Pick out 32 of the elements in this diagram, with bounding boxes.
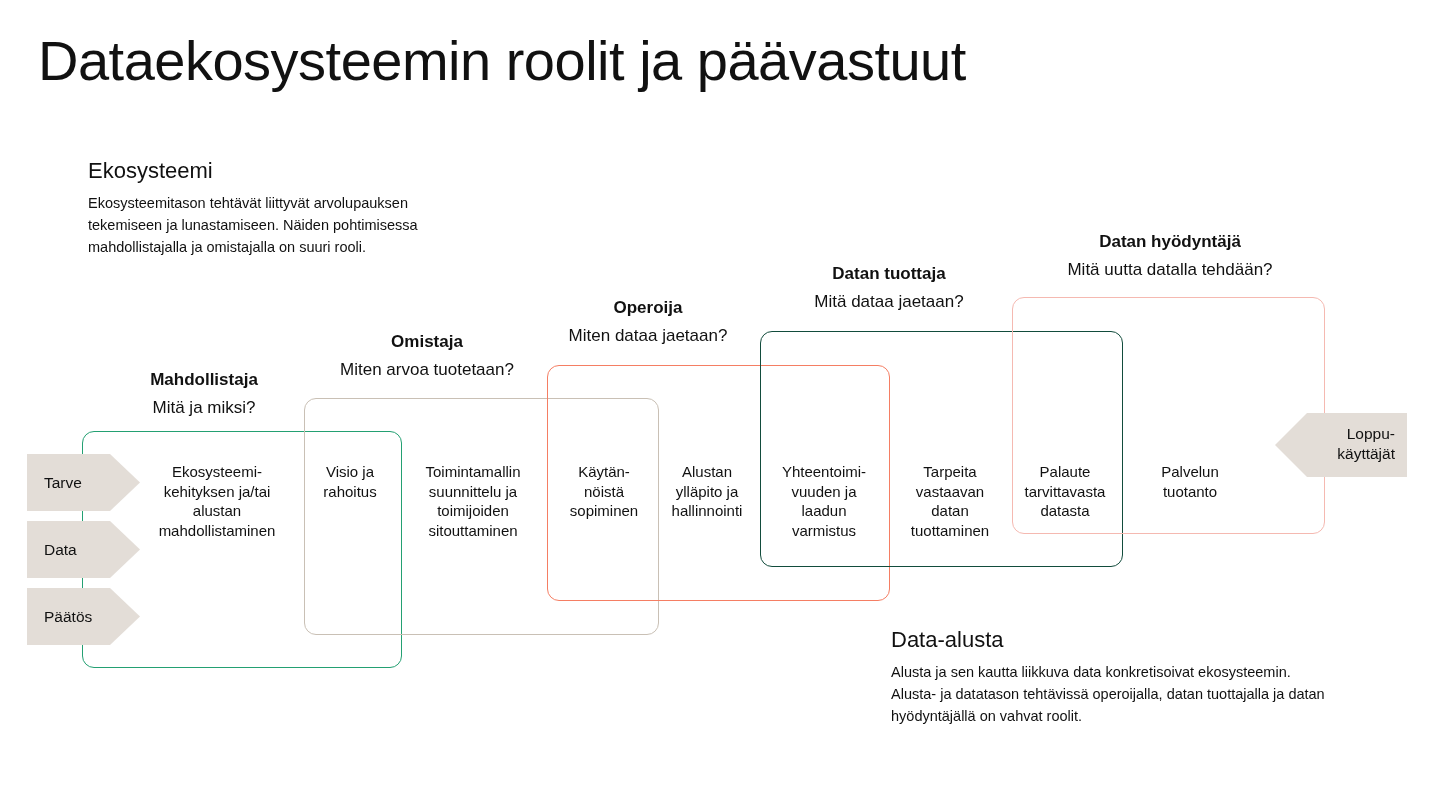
role-question: Mitä ja miksi? bbox=[152, 398, 256, 418]
chevron-label bbox=[1275, 413, 1407, 477]
section-heading: Ekosysteemi bbox=[88, 158, 213, 184]
task-text: Visio ja rahoitus bbox=[322, 462, 378, 501]
task-text: Palaute tarvittavasta datasta bbox=[1023, 462, 1107, 521]
task-text: Käytän-nöistä sopiminen bbox=[568, 462, 640, 521]
role-heading: Datan hyödyntäjä bbox=[1099, 232, 1241, 252]
chevron-label bbox=[27, 521, 140, 578]
chevron-label bbox=[27, 454, 140, 511]
chevron-text: Tarve bbox=[44, 472, 82, 492]
section-heading: Data-alusta bbox=[891, 627, 1004, 653]
diagram-title: Dataekosysteemin roolit ja päävastuut bbox=[38, 28, 966, 93]
role-question: Mitä uutta datalla tehdään? bbox=[1067, 260, 1273, 280]
chevron-text: Data bbox=[44, 539, 77, 559]
role-question: Mitä dataa jaetaan? bbox=[814, 292, 964, 312]
task-text: Palvelun tuotanto bbox=[1160, 462, 1220, 501]
task-text: Ekosysteemi-kehityksen ja/tai alustan mahdollistaminen bbox=[157, 462, 277, 540]
chevron-label bbox=[27, 588, 140, 645]
role-heading: Omistaja bbox=[391, 332, 463, 352]
task-text: Yhteentoimi-vuuden ja laadun varmistus bbox=[780, 462, 868, 540]
role-heading: Datan tuottaja bbox=[832, 264, 946, 284]
section-description: Alusta ja sen kautta liikkuva data konkretisoivat ekosysteemin. Alusta- ja datatason tehtävissä operoijalla, datan tuottajalla ja datan hyödyntäjällä on vahvat roolit. bbox=[891, 663, 1326, 726]
task-text: Tarpeita vastaavan datan tuottaminen bbox=[909, 462, 991, 540]
chevron-text: Päätös bbox=[44, 606, 93, 626]
chevron-text: Loppu-käyttäjät bbox=[1336, 424, 1395, 463]
role-question: Miten arvoa tuotetaan? bbox=[340, 360, 514, 380]
task-text: Alustan ylläpito ja hallinnointi bbox=[670, 462, 744, 521]
task-text: Toimintamallin suunnittelu ja toimijoiden sitouttaminen bbox=[424, 462, 522, 540]
section-description: Ekosysteemitason tehtävät liittyvät arvolupauksen tekemiseen ja lunastamiseen. Näiden pohtimisessa mahdollistajalla ja omistajalla on suuri rooli. bbox=[88, 194, 419, 257]
role-heading: Operoija bbox=[613, 298, 683, 318]
role-question: Miten dataa jaetaan? bbox=[568, 326, 728, 346]
role-heading: Mahdollistaja bbox=[150, 370, 258, 390]
